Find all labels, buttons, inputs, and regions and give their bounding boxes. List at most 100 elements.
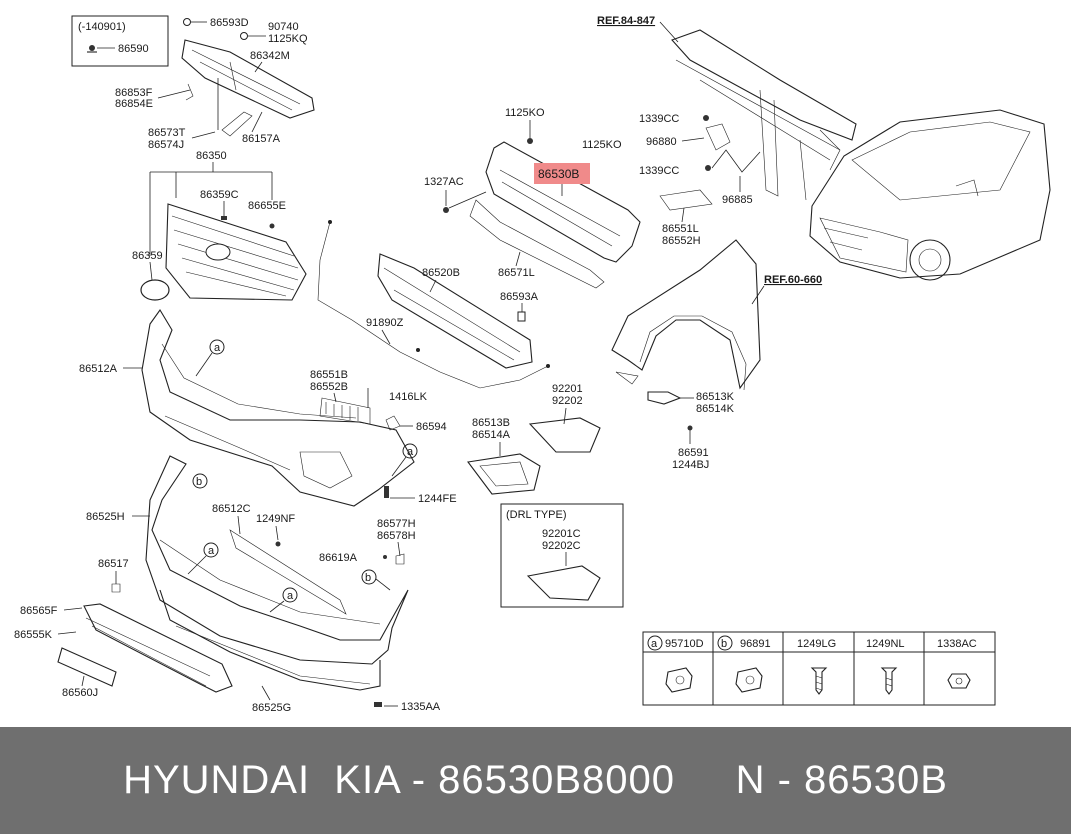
part-grille bbox=[165, 203, 307, 301]
callout-86512C: 86512C bbox=[212, 503, 251, 515]
callout-86513B: 86513B bbox=[472, 417, 510, 429]
marker-a-2 bbox=[402, 443, 418, 459]
callout-86514A: 86514A bbox=[472, 429, 511, 441]
callout-1335AA: 1335AA bbox=[401, 701, 441, 713]
callout-1244BJ: 1244BJ bbox=[672, 459, 709, 471]
callout-96885: 96885 bbox=[722, 194, 753, 206]
sensor-holder-b-icon bbox=[735, 667, 763, 693]
nut-icon bbox=[947, 673, 971, 689]
part-bumper-beam bbox=[469, 141, 641, 289]
screw-icon bbox=[810, 667, 828, 695]
part-fender bbox=[611, 239, 761, 391]
callout-86513K: 86513K bbox=[696, 391, 735, 403]
table-code-1338AC: 1338AC bbox=[937, 638, 977, 650]
part-number-banner: HYUNDAI KIA - 86530B8000 N - 86530B bbox=[0, 727, 1071, 834]
callout-1339CC-b: 1339CC bbox=[639, 165, 679, 177]
callout-91890Z: 91890Z bbox=[366, 317, 404, 329]
callout-86619A: 86619A bbox=[319, 552, 358, 564]
banner-part-number: HYUNDAI KIA - 86530B8000 N - 86530B bbox=[123, 758, 948, 802]
callout-96880: 96880 bbox=[646, 136, 677, 148]
callout-1125KQ: 1125KQ bbox=[268, 33, 308, 45]
callout-86590: 86590 bbox=[118, 43, 149, 55]
callout-86578H: 86578H bbox=[377, 530, 416, 542]
marker-a-1 bbox=[209, 339, 225, 355]
inset-top-left: (-140901) 86590 bbox=[71, 15, 169, 67]
callout-86517: 86517 bbox=[98, 558, 129, 570]
callout-86157A: 86157A bbox=[242, 133, 281, 145]
table-code-95710D: 95710D bbox=[665, 638, 704, 650]
fastener-table-frame bbox=[642, 631, 996, 706]
marker-a-3-letter: a bbox=[208, 545, 215, 557]
callout-86593A: 86593A bbox=[500, 291, 539, 303]
ref-60-660[interactable]: REF.60-660 bbox=[764, 274, 822, 286]
callout-90740: 90740 bbox=[268, 21, 299, 33]
callout-86655E: 86655E bbox=[248, 200, 286, 212]
callout-86854E: 86854E bbox=[115, 98, 153, 110]
table-marker-b-letter: b bbox=[721, 638, 727, 650]
marker-b-1 bbox=[192, 473, 208, 489]
part-energy-absorber bbox=[377, 253, 533, 369]
callout-92202: 92202 bbox=[552, 395, 583, 407]
callout-86594: 86594 bbox=[416, 421, 447, 433]
marker-a-2-letter: a bbox=[407, 446, 414, 458]
inset-drl-type: (DRL TYPE) 92201C 92202C bbox=[500, 503, 624, 608]
exploded-parts-diagram: (-140901) 86590 86593D 90740 1125KQ 8634… bbox=[14, 15, 1051, 714]
marker-a-4 bbox=[282, 587, 298, 603]
callout-1249NF: 1249NF bbox=[256, 513, 295, 525]
callout-86525G: 86525G bbox=[252, 702, 291, 714]
callout-86571L: 86571L bbox=[498, 267, 535, 279]
table-marker-a-letter: a bbox=[651, 638, 658, 650]
callout-92201C: 92201C bbox=[542, 528, 581, 540]
callout-1244FE: 1244FE bbox=[418, 493, 457, 505]
callout-86552B: 86552B bbox=[310, 381, 348, 393]
part-wiring-harness bbox=[317, 220, 550, 389]
inset-frame bbox=[71, 15, 169, 67]
inset-drl-frame bbox=[500, 503, 624, 608]
callout-92201: 92201 bbox=[552, 383, 583, 395]
part-upper-cover bbox=[181, 18, 315, 119]
callout-86525H: 86525H bbox=[86, 511, 125, 523]
marker-b-1-letter: b bbox=[196, 476, 202, 488]
callout-86350: 86350 bbox=[196, 150, 227, 162]
marker-a-3 bbox=[203, 542, 219, 558]
ref-84-847[interactable]: REF.84-847 bbox=[597, 15, 655, 27]
table-marker-b bbox=[717, 635, 733, 651]
callout-86555K: 86555K bbox=[14, 629, 53, 641]
emblem-icon bbox=[140, 279, 170, 301]
part-lower-bumper bbox=[145, 455, 409, 665]
table-marker-a bbox=[647, 635, 663, 651]
callout-86530B[interactable]: 86530B bbox=[538, 167, 579, 181]
callout-86565F: 86565F bbox=[20, 605, 58, 617]
vehicle-locator-image bbox=[809, 109, 1051, 281]
callout-86520B: 86520B bbox=[422, 267, 460, 279]
table-code-1249NL: 1249NL bbox=[866, 638, 905, 650]
fastener-table: a 95710D b 96891 1249LG 1249NL 1338AC bbox=[642, 631, 996, 706]
callout-92202C: 92202C bbox=[542, 540, 581, 552]
callout-1416LK: 1416LK bbox=[389, 391, 428, 403]
sensor-holder-icon bbox=[665, 667, 693, 693]
highlight-86530B[interactable] bbox=[534, 163, 590, 184]
callout-86591: 86591 bbox=[678, 447, 709, 459]
table-code-1249LG: 1249LG bbox=[797, 638, 836, 650]
marker-a-4-letter: a bbox=[287, 590, 294, 602]
callout-86342M: 86342M bbox=[250, 50, 290, 62]
inset-label: (-140901) bbox=[78, 21, 126, 33]
table-code-96891: 96891 bbox=[740, 638, 771, 650]
callout-86552H: 86552H bbox=[662, 235, 701, 247]
marker-b-2 bbox=[361, 569, 377, 585]
callout-86853F: 86853F bbox=[115, 87, 153, 99]
inset-drl-label: (DRL TYPE) bbox=[506, 509, 567, 521]
callout-86577H: 86577H bbox=[377, 518, 416, 530]
callout-86551B: 86551B bbox=[310, 369, 348, 381]
callout-86551L: 86551L bbox=[662, 223, 699, 235]
marker-a-1-letter: a bbox=[214, 342, 221, 354]
callout-1327AC: 1327AC bbox=[424, 176, 464, 188]
callout-86359C: 86359C bbox=[200, 189, 239, 201]
callout-86573T: 86573T bbox=[148, 127, 186, 139]
callout-1125KO-a: 1125KO bbox=[505, 107, 545, 119]
part-carrier-frame bbox=[671, 29, 857, 201]
callout-86593D: 86593D bbox=[210, 17, 249, 29]
callout-86359: 86359 bbox=[132, 250, 163, 262]
callout-86560J: 86560J bbox=[62, 687, 98, 699]
